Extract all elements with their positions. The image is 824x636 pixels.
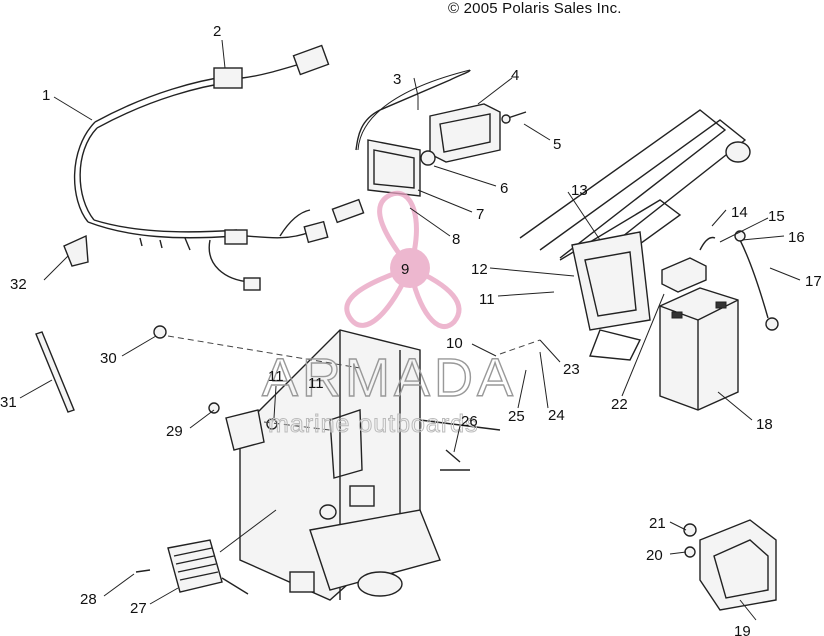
fasteners [35, 234, 461, 573]
callout-11a: 11 [479, 291, 495, 308]
callout-16: 16 [788, 229, 805, 246]
callout-7: 7 [476, 206, 484, 223]
mount-bracket [683, 519, 777, 611]
voltage-regulator [167, 509, 277, 595]
reference-lines [167, 335, 541, 431]
callout-8: 8 [452, 231, 460, 248]
callout-26: 26 [461, 413, 478, 430]
callout-13: 13 [571, 182, 588, 199]
callout-29: 29 [166, 423, 183, 440]
callout-4: 4 [511, 67, 519, 84]
chassis-frame [519, 109, 751, 361]
battery-cable [699, 230, 779, 331]
watermark-logo [344, 190, 462, 330]
callout-32: 32 [10, 276, 27, 293]
watermark-brand: ARMADA [262, 348, 517, 408]
callout-leaders [19, 69, 801, 621]
connector-cable [213, 39, 330, 89]
callout-17: 17 [805, 273, 822, 290]
copyright-text: © 2005 Polaris Sales Inc. [448, 0, 622, 17]
callout-27: 27 [130, 600, 147, 617]
callout-31: 31 [0, 394, 17, 411]
callout-28: 28 [80, 591, 97, 608]
callout-6: 6 [500, 180, 508, 197]
callout-11c: 11 [308, 375, 324, 392]
callout-23: 23 [563, 361, 580, 378]
battery [659, 257, 739, 411]
mounting-base [239, 329, 501, 601]
callout-25: 25 [508, 408, 525, 425]
callout-14: 14 [731, 204, 748, 221]
callout-2: 2 [213, 23, 221, 40]
callout-20: 20 [646, 547, 663, 564]
callout-15: 15 [768, 208, 785, 225]
callout-1: 1 [42, 87, 50, 104]
wiring-harness [73, 75, 329, 291]
callout-30: 30 [100, 350, 117, 367]
callout-11b: 11 [268, 368, 284, 385]
callout-3: 3 [393, 71, 401, 88]
callout-19: 19 [734, 623, 751, 636]
callout-21: 21 [649, 515, 666, 532]
callout-10: 10 [446, 335, 463, 352]
callout-22: 22 [611, 396, 628, 413]
watermark-badge-number: 9 [401, 261, 409, 278]
callout-numbers: 1 2 3 4 5 6 7 8 10 11 11 12 13 14 15 16 … [0, 23, 822, 636]
tail-light-assembly [331, 69, 527, 224]
callout-18: 18 [756, 416, 773, 433]
callout-5: 5 [553, 136, 561, 153]
callout-24: 24 [548, 407, 565, 424]
watermark-tagline: marine outboards [268, 410, 479, 438]
callout-12: 12 [471, 261, 488, 278]
relay-module [208, 402, 278, 451]
